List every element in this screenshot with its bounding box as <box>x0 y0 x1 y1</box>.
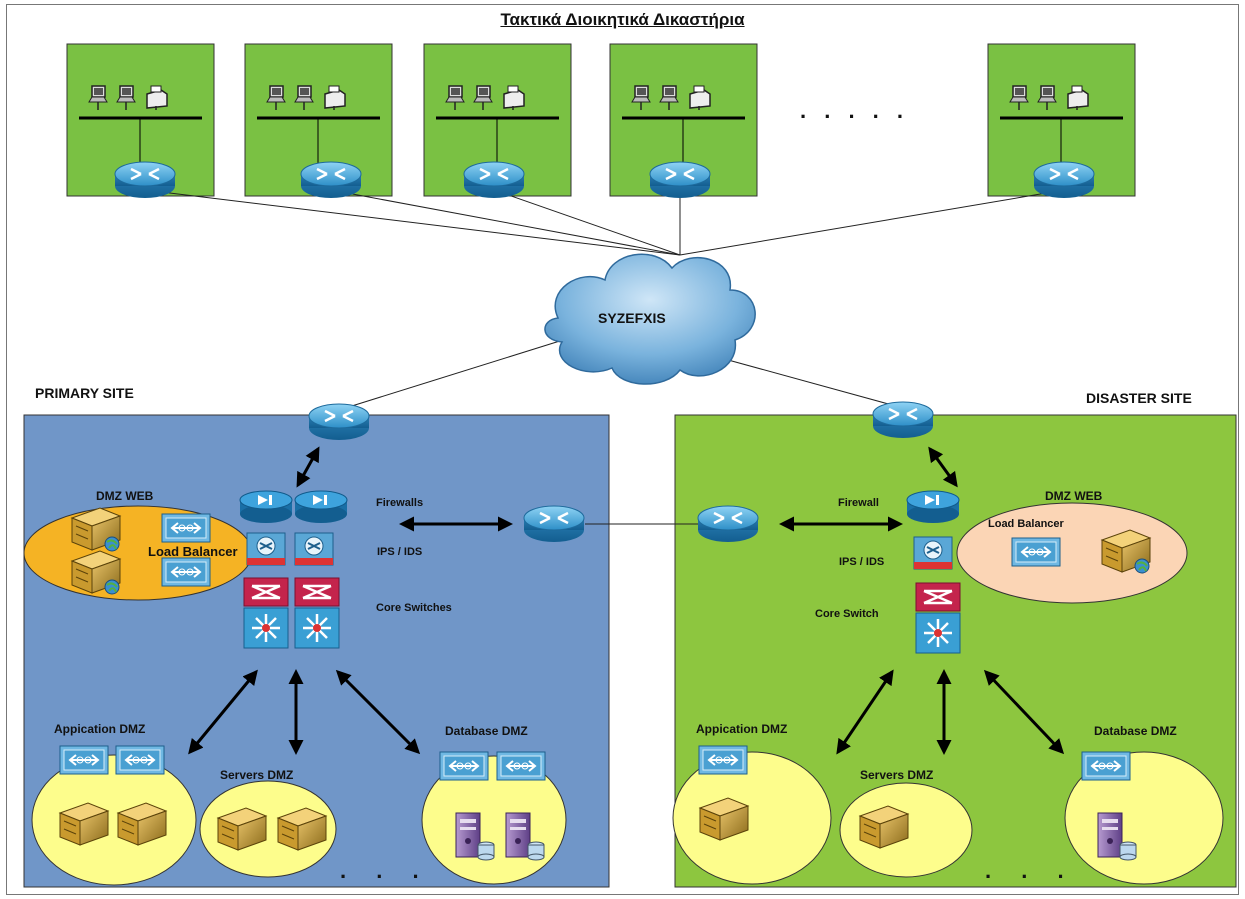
disaster-application-zone <box>672 751 832 885</box>
diagram-title: Τακτικά Διοικητικά Δικαστήρια <box>500 10 745 29</box>
interlink-router-icon <box>696 504 760 544</box>
interlink-router-icon <box>522 504 586 544</box>
syzefxis-cloud <box>544 253 756 385</box>
router-icon <box>1032 160 1096 200</box>
load-balancer-icon <box>439 751 489 781</box>
disaster-dmz-web-label: DMZ WEB <box>1045 489 1103 503</box>
ips-ids-icon <box>913 536 953 570</box>
primary-arrows <box>188 446 513 755</box>
disaster-ips-ids-label: IPS / IDS <box>839 556 885 568</box>
router-icon <box>113 160 177 200</box>
disaster-application-dmz-label: Appication DMZ <box>696 722 788 736</box>
load-balancer-icon <box>1011 537 1061 567</box>
primary-load-balancer-label: Load Balancer <box>148 544 238 559</box>
firewall-icon <box>239 490 293 524</box>
primary-site-label: PRIMARY SITE <box>35 385 134 401</box>
primary-ips-ids-label: IPS / IDS <box>377 546 423 558</box>
load-balancer-icon <box>59 745 109 775</box>
primary-application-dmz-label: Appication DMZ <box>54 722 146 736</box>
disaster-servers-dmz-label: Servers DMZ <box>860 768 934 782</box>
disaster-site-label: DISASTER SITE <box>1086 390 1192 406</box>
load-balancer-icon <box>115 745 165 775</box>
disaster-database-dmz-label: Database DMZ <box>1094 724 1177 738</box>
load-balancer-icon <box>1081 751 1131 781</box>
branch-offices <box>66 43 1136 197</box>
core-switch-icon <box>242 576 290 650</box>
disaster-edge-router-icon <box>871 400 935 440</box>
wan-links <box>144 189 1065 411</box>
primary-application-zone <box>31 754 197 886</box>
firewall-icon <box>906 490 960 524</box>
router-icon <box>648 160 712 200</box>
router-icon <box>462 160 526 200</box>
ips-ids-icon <box>294 532 334 566</box>
core-switch-icon <box>293 576 341 650</box>
primary-servers-zone <box>199 780 337 878</box>
cloud-label: SYZEFXIS <box>598 310 666 326</box>
core-switch-icon <box>914 581 962 655</box>
ips-ids-icon <box>246 532 286 566</box>
primary-firewalls-label: Firewalls <box>376 497 424 509</box>
primary-ellipsis: . . . <box>340 858 431 883</box>
primary-dmz-web-label: DMZ WEB <box>96 489 154 503</box>
disaster-firewall-label: Firewall <box>838 497 879 509</box>
disaster-load-balancer-label: Load Balancer <box>988 518 1064 530</box>
firewall-icon <box>294 490 348 524</box>
load-balancer-icon <box>161 513 211 543</box>
branch-ellipsis: . . . . . <box>800 98 910 123</box>
load-balancer-icon <box>161 557 211 587</box>
router-icon <box>299 160 363 200</box>
primary-database-dmz-label: Database DMZ <box>445 724 528 738</box>
diagram-frame <box>6 4 1239 895</box>
load-balancer-icon <box>698 745 748 775</box>
load-balancer-icon <box>496 751 546 781</box>
disaster-ellipsis: . . . <box>985 858 1076 883</box>
primary-servers-dmz-label: Servers DMZ <box>220 768 294 782</box>
primary-core-switches-label: Core Switches <box>376 602 452 614</box>
disaster-arrows <box>779 446 1065 755</box>
disaster-dmz-web-zone <box>956 502 1188 604</box>
primary-edge-router-icon <box>307 402 371 442</box>
disaster-core-switch-label: Core Switch <box>815 608 879 620</box>
